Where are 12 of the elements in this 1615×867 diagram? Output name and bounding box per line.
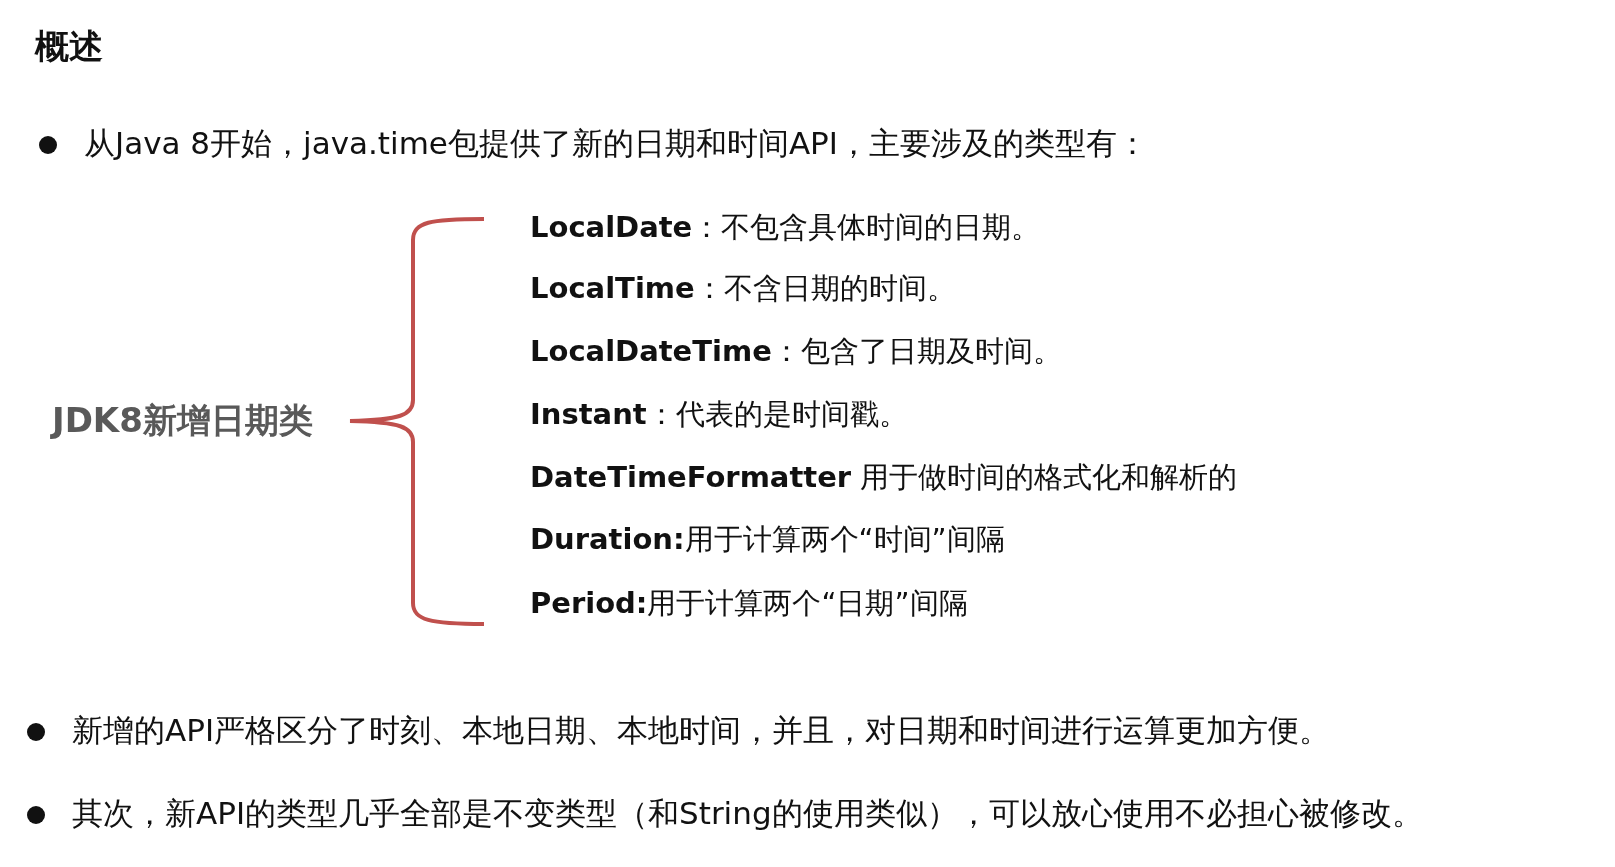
type-description: Instant：代表的是时间戳。 bbox=[530, 396, 908, 432]
bullet-text: 其次，新API的类型几乎全部是不变类型（和String的使用类似），可以放心使用不必担心被修改。 bbox=[72, 795, 1423, 833]
type-description: LocalDate：不包含具体时间的日期。 bbox=[530, 209, 1041, 245]
type-description: Duration:用于计算两个“时间”间隔 bbox=[530, 521, 1005, 557]
type-description: LocalTime：不含日期的时间。 bbox=[530, 270, 956, 306]
type-description: DateTimeFormatter 用于做时间的格式化和解析的 bbox=[530, 459, 1238, 495]
bullet-text: 新增的API严格区分了时刻、本地日期、本地时间，并且，对日期和时间进行运算更加方便。 bbox=[72, 712, 1331, 750]
type-description: Period:用于计算两个“日期”间隔 bbox=[530, 585, 968, 621]
bullet-text: 从Java 8开始，java.time包提供了新的日期和时间API，主要涉及的类型有： bbox=[84, 125, 1148, 163]
slide-title: 概述 bbox=[35, 25, 103, 67]
group-heading: JDK8新增日期类 bbox=[52, 399, 313, 441]
type-description: LocalDateTime：包含了日期及时间。 bbox=[530, 333, 1062, 369]
